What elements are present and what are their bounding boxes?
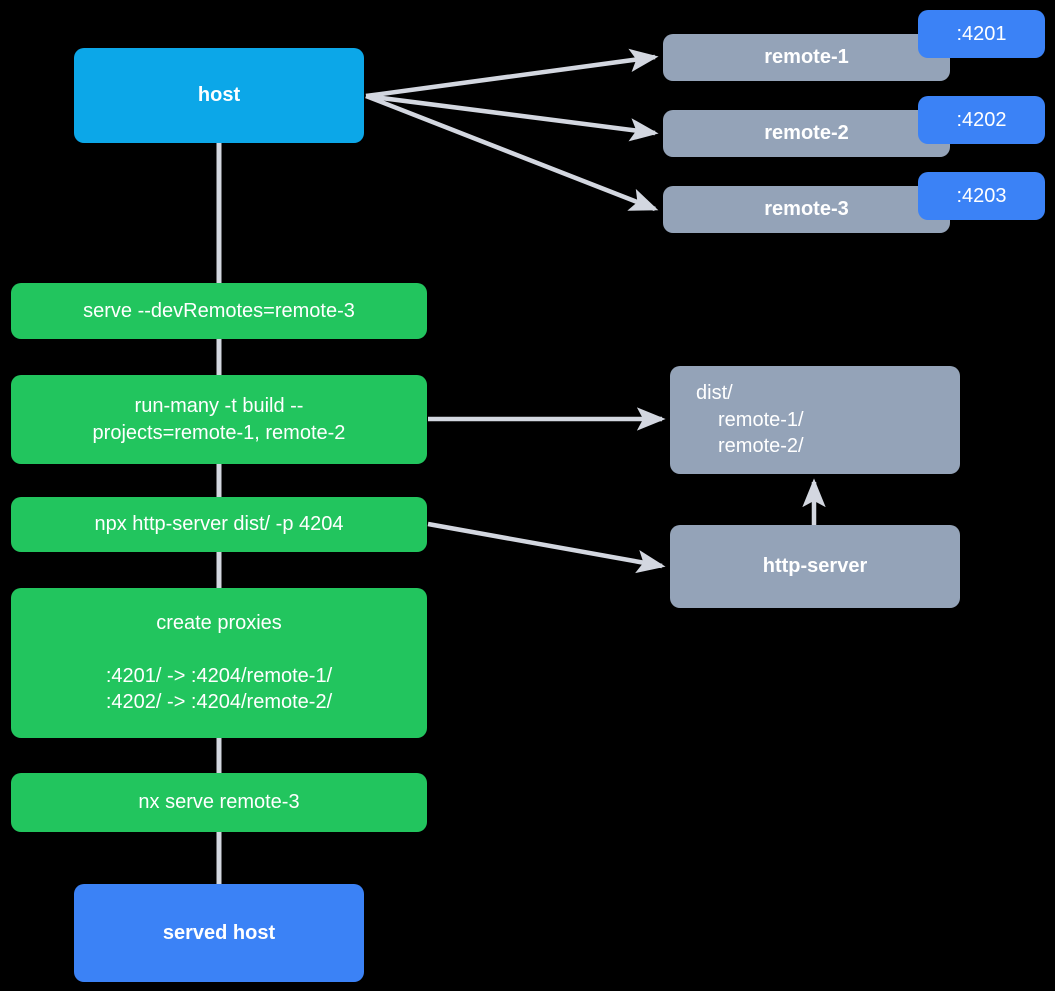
command-run-many-build-line-2: projects=remote-1, remote-2 xyxy=(92,421,346,444)
edge-host-to-remote-3 xyxy=(365,93,659,212)
node-remote-2[interactable]: remote-2 xyxy=(663,110,950,157)
command-create-proxies[interactable]: create proxies :4201/ -> :4204/remote-1/… xyxy=(11,588,427,738)
command-npx-http-server[interactable]: npx http-server dist/ -p 4204 xyxy=(11,497,427,552)
node-remote-3-label: remote-3 xyxy=(764,198,849,221)
port-badge-remote-1[interactable]: :4201 xyxy=(918,10,1045,58)
command-serve-devremotes[interactable]: serve --devRemotes=remote-3 xyxy=(11,283,427,339)
node-remote-2-label: remote-2 xyxy=(764,122,849,145)
node-http-server-label: http-server xyxy=(762,555,868,578)
node-served-host[interactable]: served host xyxy=(74,884,364,982)
node-host-label: host xyxy=(197,84,241,107)
command-run-many-build[interactable]: run-many -t build -- projects=remote-1, … xyxy=(11,375,427,464)
node-remote-1[interactable]: remote-1 xyxy=(663,34,950,81)
command-serve-devremotes-line-1: serve --devRemotes=remote-3 xyxy=(83,299,355,322)
port-badge-remote-1-label: :4201 xyxy=(956,22,1007,45)
dist-child-label-1: remote-1/ xyxy=(718,408,804,431)
command-npx-http-server-line-1: npx http-server dist/ -p 4204 xyxy=(94,513,344,536)
dist-child-line-2: remote-2/ xyxy=(670,433,960,459)
command-nx-serve-remote-3[interactable]: nx serve remote-3 xyxy=(11,773,427,832)
port-badge-remote-2[interactable]: :4202 xyxy=(918,96,1045,144)
edge-npx-to-httpserver xyxy=(427,521,666,574)
dist-root-label: dist/ xyxy=(696,382,733,405)
port-badge-remote-3-label: :4203 xyxy=(956,184,1007,207)
node-remote-3[interactable]: remote-3 xyxy=(663,186,950,233)
node-http-server[interactable]: http-server xyxy=(670,525,960,608)
port-badge-remote-3[interactable]: :4203 xyxy=(918,172,1045,220)
edge-host-to-remote-2 xyxy=(365,93,659,142)
node-remote-1-label: remote-1 xyxy=(764,46,849,69)
dist-child-label-2: remote-2/ xyxy=(718,435,804,458)
command-nx-serve-remote-3-line-1: nx serve remote-3 xyxy=(138,791,300,814)
dist-root-line: dist/ xyxy=(670,380,960,406)
node-served-host-label: served host xyxy=(162,921,276,944)
dist-child-line-1: remote-1/ xyxy=(670,407,960,433)
command-create-proxies-line-1: create proxies xyxy=(156,612,282,635)
command-create-proxies-line-3: :4201/ -> :4204/remote-1/ xyxy=(105,664,333,687)
edge-host-to-remote-1 xyxy=(365,48,659,99)
command-run-many-build-line-1: run-many -t build -- xyxy=(134,395,304,418)
node-host[interactable]: host xyxy=(74,48,364,143)
command-create-proxies-line-4: :4202/ -> :4204/remote-2/ xyxy=(105,691,333,714)
port-badge-remote-2-label: :4202 xyxy=(956,108,1007,131)
node-dist-folder[interactable]: dist/ remote-1/ remote-2/ xyxy=(670,366,960,474)
